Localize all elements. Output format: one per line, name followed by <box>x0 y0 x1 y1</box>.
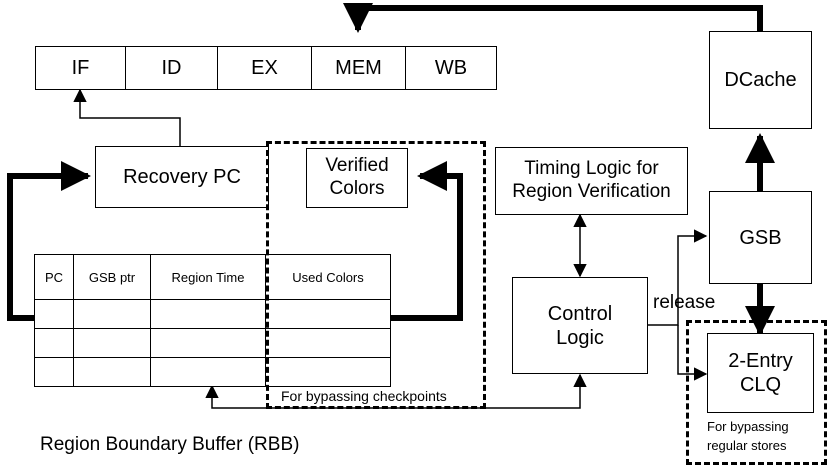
table-row <box>34 357 391 387</box>
release-to-clq-arrow <box>677 325 708 381</box>
table-row <box>34 299 391 329</box>
table-cell <box>34 357 74 387</box>
table-cell <box>150 328 266 358</box>
control-logic-line-1: Control <box>547 302 613 325</box>
table-cell <box>34 299 74 329</box>
rbb-col-used-colors: Used Colors <box>265 254 391 300</box>
pipeline-stage-mem: MEM <box>311 46 406 90</box>
gsb-box: GSB <box>709 191 812 284</box>
clq-line-2: CLQ <box>739 374 782 396</box>
recovery-pc-label: Recovery PC <box>123 166 241 188</box>
table-cell <box>150 299 266 329</box>
dcache-to-mem-arrow <box>343 3 763 33</box>
rbb-table: PC GSB ptr Region Time Used Colors <box>34 254 391 387</box>
table-cell <box>73 357 151 387</box>
table-cell <box>73 328 151 358</box>
bypass-stores-label-line-2: regular stores <box>707 438 787 453</box>
timing-logic-box: Timing Logic for Region Verification <box>495 147 688 215</box>
rbb-col-region-time: Region Time <box>150 254 266 300</box>
timing-logic-line-2: Region Verification <box>512 181 671 202</box>
table-cell <box>73 299 151 329</box>
table-cell <box>265 357 391 387</box>
timing-logic-line-1: Timing Logic for <box>524 158 659 180</box>
dcache-label: DCache <box>724 69 797 91</box>
rbb-to-recovery-pc-arrow <box>7 161 91 321</box>
control-logic-box: Control Logic <box>512 277 648 374</box>
recovery-pc-to-if-arrow <box>73 88 181 146</box>
rbb-header-row: PC GSB ptr Region Time Used Colors <box>34 254 391 300</box>
verified-colors-line-2: Colors <box>329 178 385 199</box>
bypass-stores-region <box>686 320 827 465</box>
used-colors-to-verified-colors-arrow <box>390 161 463 321</box>
table-cell <box>150 357 266 387</box>
control-logic-line-2: Logic <box>556 326 604 349</box>
release-to-gsb-arrow <box>647 229 708 326</box>
bypass-checkpoints-region <box>266 141 486 409</box>
rbb-col-gsb-ptr: GSB ptr <box>73 254 151 300</box>
verified-colors-line-1: Verified <box>325 155 389 177</box>
bypass-stores-label-line-1: For bypassing <box>707 419 789 434</box>
recovery-pc-box: Recovery PC <box>95 146 269 208</box>
release-label: release <box>653 292 716 313</box>
rbb-col-pc: PC <box>34 254 74 300</box>
pipeline-stage-wb: WB <box>405 46 497 90</box>
verified-colors-box: Verified Colors <box>306 148 408 208</box>
pipeline-stage-ex: EX <box>217 46 312 90</box>
clq-line-1: 2-Entry <box>728 350 793 372</box>
bypass-checkpoints-label: For bypassing checkpoints <box>281 388 447 404</box>
pipeline-stage-id: ID <box>125 46 218 90</box>
pipeline-stage-if: IF <box>35 46 126 90</box>
clq-box: 2-Entry CLQ <box>707 333 814 413</box>
rbb-caption: Region Boundary Buffer (RBB) <box>40 434 300 455</box>
dcache-box: DCache <box>709 31 812 129</box>
table-cell <box>34 328 74 358</box>
gsb-label: GSB <box>739 226 782 249</box>
